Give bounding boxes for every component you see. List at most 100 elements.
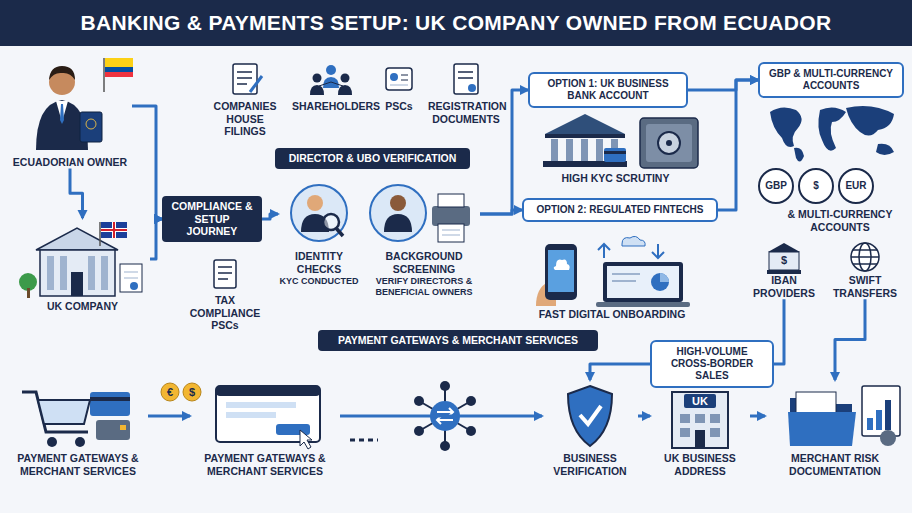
tax-document-icon-part [218, 272, 232, 274]
phone-and-laptop-part [603, 262, 683, 302]
uk-address-building-part [684, 394, 716, 408]
payment-hub-part [466, 396, 476, 406]
owner-figure-part [49, 66, 75, 80]
node-text: TAX COMPLIANCE PSCs [180, 294, 270, 332]
bank-building-part [596, 139, 603, 161]
registration-document-icon-part [458, 71, 473, 73]
flow-arrow [148, 415, 190, 418]
shopping-cart-part [120, 425, 126, 430]
node-text: & MULTI-CURRENCY ACCOUNTS [778, 208, 902, 233]
verification-shield-part [580, 406, 601, 424]
safe-part [646, 124, 692, 162]
shareholders-icon-part [319, 82, 331, 86]
iban-bank-icon [767, 243, 801, 274]
icon-label-node: IBAN PROVIDERS [748, 240, 820, 299]
uk-company-building-part [130, 282, 138, 290]
bank-building-part [604, 148, 626, 162]
background-screening-figure-part [370, 185, 426, 241]
uk-company-building-part [120, 264, 142, 292]
uk-company-building-part [101, 222, 127, 238]
browser-window-part [276, 424, 310, 435]
psc-badge-icon-part [390, 85, 408, 86]
safe [640, 118, 698, 168]
shareholders-icon-part [310, 85, 324, 95]
symbol-label: € [161, 385, 179, 399]
shopping-cart-part [75, 437, 85, 447]
uk-company-building-part [71, 272, 83, 296]
registration-document-icon-part [468, 84, 476, 92]
risk-folder-part [796, 392, 836, 414]
phone-and-laptop-part [660, 273, 669, 282]
icon-label-node: ECUADORIAN OWNER [8, 56, 132, 169]
uk-company-building-part [60, 256, 67, 290]
currency-circle: $ [798, 168, 834, 204]
payment-hub-part [414, 396, 424, 406]
currency-circle: GBP [758, 168, 794, 204]
node-text: DIRECTOR & UBO VERIFICATION [281, 152, 464, 165]
document-icon [233, 64, 262, 94]
psc-badge-icon-part [401, 75, 408, 76]
background-screening-figure [370, 185, 470, 242]
owner-figure-part [60, 104, 64, 124]
phone-and-laptop-part [596, 302, 690, 307]
phone-and-laptop-part [598, 244, 610, 258]
phone-and-laptop-part [548, 250, 574, 292]
node-text: REGISTRATION DOCUMENTS [428, 100, 504, 125]
dashed-arrow-part [350, 439, 378, 442]
phone-and-laptop-part [622, 236, 645, 246]
node-text: BUSINESS VERIFICATION [542, 452, 638, 477]
uk-company-building-part [99, 222, 101, 246]
icon-label-node: PSCs [372, 62, 426, 113]
node-text: OPTION 1: UK BUSINESS BANK ACCOUNT [535, 78, 681, 102]
node-text: PSCs [372, 100, 426, 113]
icon-label-node: UK COMPANY [15, 218, 150, 313]
tax-document-icon [214, 260, 236, 288]
uk-company-building-part [124, 272, 138, 273]
flow-arrow [132, 106, 162, 219]
tax-document-icon-part [214, 260, 236, 288]
swift-globe-icon-part [853, 249, 877, 251]
node-text: EUR [845, 180, 866, 192]
verification-shield [568, 386, 612, 446]
world-map-part [818, 107, 846, 150]
uk-address-building-part [710, 428, 720, 437]
symbol-label: $ [775, 253, 793, 267]
phone-and-laptop-part [652, 244, 664, 258]
node-subtext: VERIFY DIRECTORS & BENEFICIAL OWNERS [368, 276, 480, 298]
banner-box: DIRECTOR & UBO VERIFICATION [275, 148, 470, 169]
flow-arrow [480, 210, 522, 214]
bank-building-part [604, 151, 626, 154]
flow-arrow [774, 299, 784, 364]
phone-and-laptop-part [651, 273, 669, 291]
node-text: IDENTITY CHECKS [278, 250, 360, 275]
psc-badge-icon-part [390, 73, 398, 81]
icon-label-node: & MULTI-CURRENCY ACCOUNTS [778, 208, 902, 233]
icon-label-node: IDENTITY CHECKSKYC CONDUCTED [278, 178, 360, 287]
owner-figure [36, 66, 102, 150]
icon-label-node: REGISTRATION DOCUMENTS [428, 62, 504, 125]
background-screening-figure-part [442, 235, 460, 236]
node-text: COMPANIES HOUSE FILINGS [205, 100, 285, 138]
node-text: HIGH KYC SCRUTINY [528, 172, 703, 185]
ecuador-flag [104, 58, 133, 92]
ecuador-flag-part [105, 72, 133, 77]
safe-part [666, 140, 672, 146]
ecuador-flag-part [105, 67, 133, 72]
bank-building-part [581, 139, 588, 161]
uk-address-building-part [710, 414, 720, 423]
shopping-cart [22, 392, 130, 447]
uk-address-building-part [680, 414, 690, 423]
dashed-arrow [350, 439, 378, 442]
risk-folder-part [867, 418, 873, 430]
flow-arrow [718, 80, 758, 210]
bank-building [543, 114, 627, 167]
document-icon-part [250, 76, 262, 92]
psc-badge-icon-part [386, 68, 412, 90]
bank-building-part [545, 134, 625, 138]
swift-globe-icon-part [851, 256, 879, 258]
swift-globe-icon-part [851, 243, 879, 271]
safe-part [640, 118, 698, 168]
shopping-cart-part [47, 437, 57, 447]
iban-bank-icon-part [769, 252, 799, 270]
